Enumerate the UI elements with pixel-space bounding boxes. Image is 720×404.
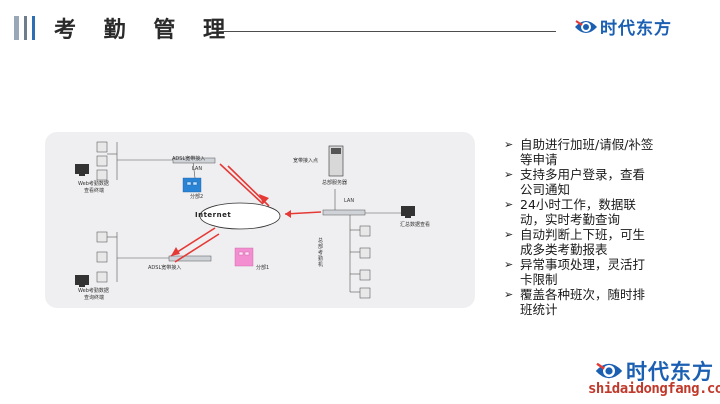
brand-url: shidaidongfang.com <box>588 381 720 397</box>
label-branch2: 分部2 <box>190 194 204 200</box>
feature-item: 自助进行加班/请假/补签等申请 <box>504 137 654 167</box>
brand-logo-top: 时代东方 <box>574 14 672 39</box>
label-lan-right: LAN <box>344 198 355 204</box>
feature-item: 24小时工作，数据联动，实时考勤查询 <box>504 197 654 227</box>
network-diagram <box>45 132 475 308</box>
label-branch1: 分部1 <box>256 265 270 271</box>
header-divider <box>218 31 556 32</box>
feature-item: 自动判断上下班，可生成多类考勤报表 <box>504 227 654 257</box>
label-hq-server: 总部服务器 <box>322 180 348 186</box>
label-internet: Internet <box>195 211 232 219</box>
label-adsl-bottom: ADSL宽带接入 <box>148 265 182 271</box>
feature-item: 支持多用户登录，查看公司通知 <box>504 167 654 197</box>
feature-list: 自助进行加班/请假/补签等申请 支持多用户登录，查看公司通知 24小时工作，数据… <box>504 137 654 317</box>
brand-name: 时代东方 <box>626 360 714 384</box>
feature-item: 覆盖各种班次，随时排班统计 <box>504 287 654 317</box>
label-lan-top: LAN <box>192 166 203 172</box>
brand-logo-bottom: 时代东方 <box>594 356 714 386</box>
eye-logo-icon <box>575 19 597 33</box>
label-broadband-access: 宽带接入点 <box>293 158 319 164</box>
label-hq-devices: 总部考勤机 <box>318 238 324 268</box>
label-adsl-top: ADSL宽带接入 <box>172 156 206 162</box>
label-web-top-2: 查看终端 <box>84 188 105 194</box>
network-diagram-graphic <box>75 141 415 299</box>
label-web-top: Web考勤数据 <box>78 181 109 187</box>
label-web-bottom-2: 查询终端 <box>84 295 105 301</box>
header-accent-bars <box>14 16 35 40</box>
eye-logo-icon <box>595 362 623 379</box>
label-web-bottom: Web考勤数据 <box>78 288 109 294</box>
feature-item: 异常事项处理，灵活打卡限制 <box>504 257 654 287</box>
page-title: 考 勤 管 理 <box>54 18 235 43</box>
label-summary-view: 汇总数据查看 <box>400 222 431 228</box>
brand-name: 时代东方 <box>600 19 672 39</box>
